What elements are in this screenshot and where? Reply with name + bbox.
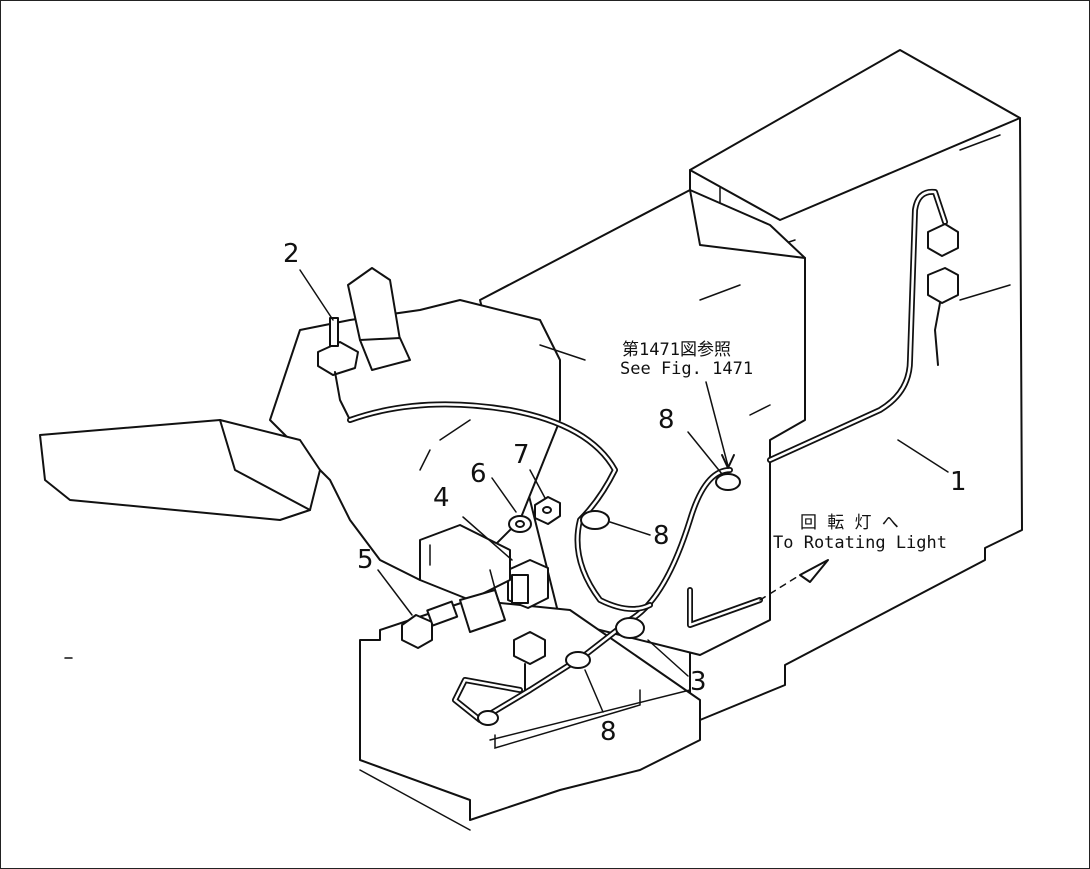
bolt[interactable] — [401, 600, 459, 649]
callout-2: 2 — [283, 239, 300, 269]
rotating-light-note-en: To Rotating Light — [773, 533, 947, 553]
washer[interactable] — [508, 515, 532, 533]
rotating-light-switch[interactable] — [317, 317, 359, 421]
callout-5: 5 — [357, 545, 374, 575]
armrest-pad — [39, 419, 321, 521]
callout-6: 6 — [470, 459, 487, 489]
clip[interactable] — [615, 617, 645, 639]
relay-bracket — [419, 524, 511, 633]
callout-3: 3 — [690, 667, 707, 697]
clamp-middle[interactable] — [580, 510, 610, 530]
clamp-upper[interactable] — [715, 473, 741, 491]
rotating-light-note-jp: 回 転 灯 へ — [800, 513, 899, 533]
wiring-harness[interactable] — [347, 188, 948, 723]
harness-connector-relay[interactable] — [513, 631, 546, 691]
see-fig-note-jp: 第1471図参照 — [622, 340, 731, 360]
callout-8-lower: 8 — [600, 717, 617, 747]
clamp-left[interactable] — [477, 710, 499, 726]
clamp-lower[interactable] — [565, 651, 591, 669]
harness-connector-upper[interactable] — [927, 223, 959, 257]
nut[interactable] — [534, 496, 561, 525]
center-housing — [479, 189, 806, 656]
relay[interactable] — [507, 559, 549, 609]
callout-4: 4 — [433, 483, 450, 513]
see-fig-note-en: See Fig. 1471 — [620, 359, 753, 379]
callout-1: 1 — [950, 467, 967, 497]
lower-base — [359, 599, 701, 831]
callout-7: 7 — [513, 440, 530, 470]
control-lever — [347, 267, 411, 371]
callout-8-middle: 8 — [653, 521, 670, 551]
callout-8-upper: 8 — [658, 405, 675, 435]
leader-lines — [299, 269, 949, 750]
harness-connector-lower[interactable] — [927, 267, 959, 366]
